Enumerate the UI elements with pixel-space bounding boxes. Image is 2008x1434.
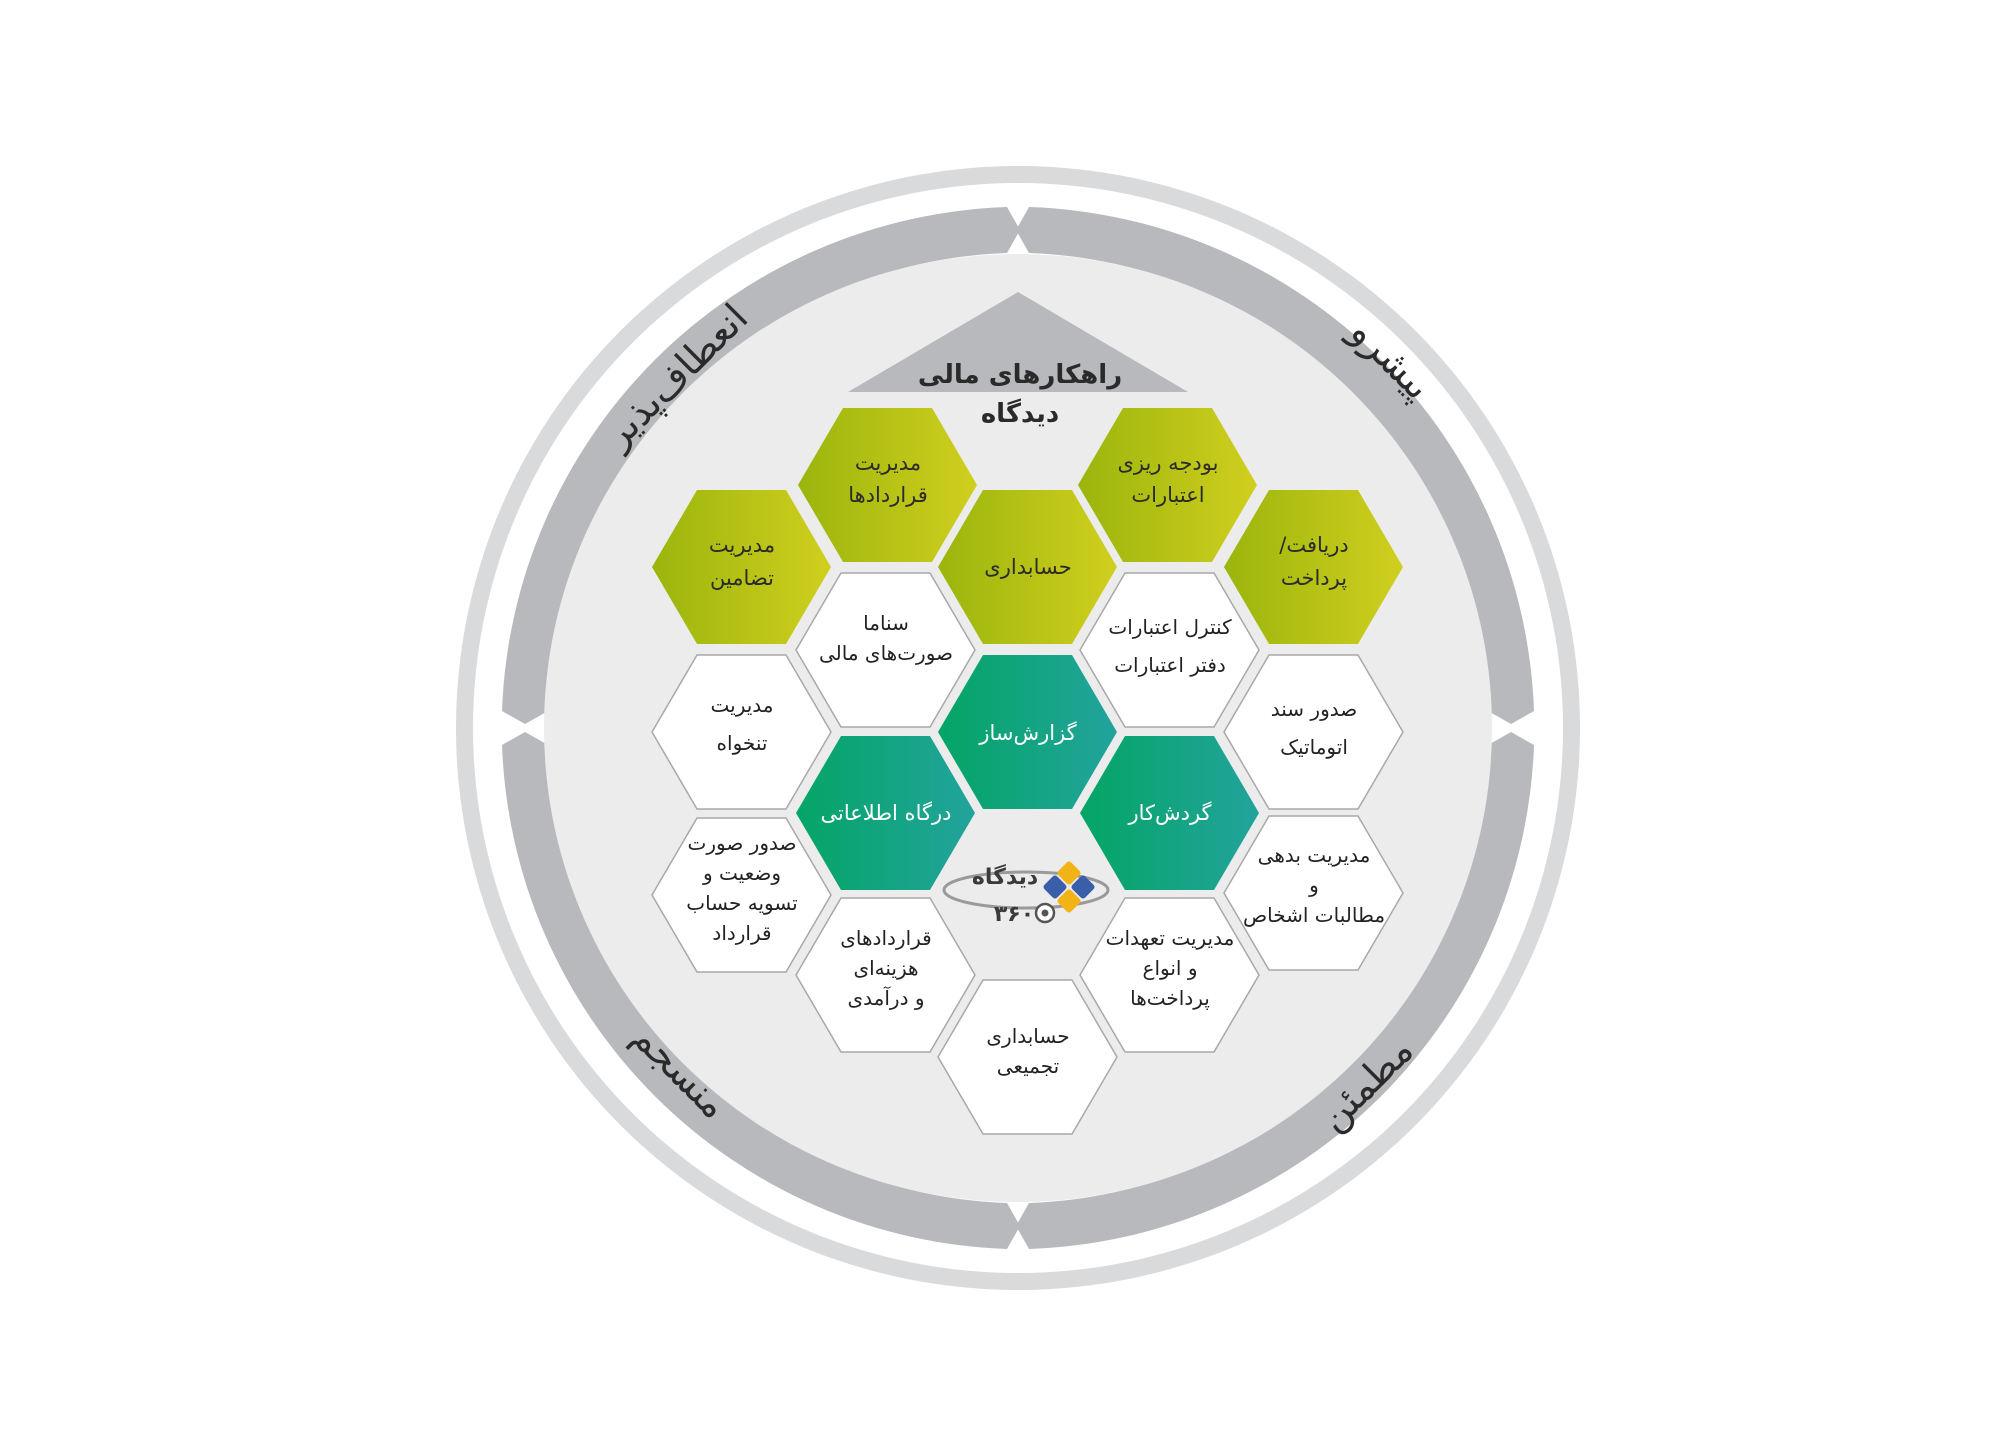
hex-guarantees-line1: مدیریت: [709, 533, 775, 557]
hex-guarantees[interactable]: مدیریت تضامین: [652, 490, 831, 644]
hex-debts-line3: مطالبات اشخاص: [1243, 903, 1385, 927]
hex-consolidated[interactable]: حسابداری تجمیعی: [937, 979, 1118, 1135]
hex-accounting[interactable]: حسابداری: [938, 490, 1117, 644]
hex-receive-pay[interactable]: دریافت/ پرداخت: [1224, 490, 1403, 644]
didgah-logo-icon: [1043, 861, 1095, 913]
ring-segments: [502, 207, 1534, 1249]
hex-receive-pay-line1: دریافت/: [1279, 533, 1348, 557]
hex-workflow-label: گردش‌کار: [1127, 801, 1211, 825]
ring-segment-bottom-left: [502, 732, 1020, 1249]
hex-commitments[interactable]: مدیریت تعهدات و انواع پرداخت‌ها: [1079, 897, 1260, 1053]
roof-title-line1: راهکارهای مالی: [918, 360, 1122, 390]
hex-statement-line1: صدور صورت: [688, 831, 797, 855]
hex-budget[interactable]: بودجه ریزی اعتبارات: [1078, 408, 1257, 562]
hex-debts-line1: مدیریت بدهی: [1258, 843, 1371, 867]
hex-sanama[interactable]: سناما صورت‌های مالی: [795, 572, 976, 728]
logo-swoosh: [942, 870, 1110, 910]
ring-segment-bottom-right: [1016, 732, 1534, 1249]
hex-portal-label: درگاه اطلاعاتی: [821, 801, 952, 825]
hex-commitments-line1: مدیریت تعهدات: [1106, 926, 1235, 950]
hex-statement-line3: تسویه حساب: [686, 891, 798, 915]
logo-word: دیدگاه: [972, 863, 1038, 890]
hex-petty-cash-line2: تنخواه: [717, 731, 768, 755]
hex-petty-cash[interactable]: مدیریت تنخواه: [651, 654, 832, 810]
hex-statement-line4: قرارداد: [712, 921, 771, 945]
hex-report-builder-label: گزارش‌ساز: [978, 721, 1076, 745]
hex-contracts-mgmt-line2: قراردادها: [848, 483, 928, 507]
hex-auto-doc[interactable]: صدور سند اتوماتیک: [1223, 654, 1404, 810]
hex-consolidated-line2: تجمیعی: [997, 1054, 1059, 1078]
ring-segment-top-right: [1016, 207, 1534, 724]
hex-guarantees-line2: تضامین: [710, 566, 774, 590]
hex-receive-pay-line2: پرداخت: [1281, 566, 1347, 590]
hex-cost-contracts-line1: قراردادهای: [840, 926, 931, 950]
roof: [848, 292, 1188, 392]
hex-budget-line2: اعتبارات: [1131, 483, 1204, 507]
hex-auto-doc-line1: صدور سند: [1271, 697, 1357, 721]
hex-debts[interactable]: مدیریت بدهی و مطالبات اشخاص: [1223, 815, 1404, 971]
hex-cost-contracts-line2: هزینه‌ای: [853, 956, 918, 980]
hex-statement-line2: وضعیت و: [702, 861, 781, 885]
hex-budget-line1: بودجه ریزی: [1118, 451, 1219, 475]
hex-report-builder[interactable]: گزارش‌ساز: [938, 655, 1117, 809]
hex-portal[interactable]: درگاه اطلاعاتی: [796, 736, 975, 890]
hex-cost-contracts-line3: و درآمدی: [847, 985, 924, 1010]
didgah-logo: دیدگاه ۳۶۰: [942, 861, 1110, 927]
hex-debts-line2: و: [1308, 873, 1319, 897]
hex-cost-contracts[interactable]: قراردادهای هزینه‌ای و درآمدی: [795, 897, 976, 1053]
hex-accounting-label: حسابداری: [984, 555, 1071, 579]
hex-consolidated-line1: حسابداری: [986, 1024, 1069, 1048]
logo-number: ۳۶۰: [994, 902, 1034, 927]
ring-segment-top-left: [502, 207, 1020, 724]
hex-sanama-line2: صورت‌های مالی: [819, 641, 953, 665]
logo-eye-pupil: [1041, 909, 1049, 917]
hex-contracts-mgmt[interactable]: مدیریت قراردادها: [798, 408, 977, 562]
hex-credit-control[interactable]: کنترل اعتبارات دفتر اعتبارات: [1079, 572, 1260, 728]
hex-petty-cash-line1: مدیریت: [710, 693, 773, 717]
hex-contracts-mgmt-line1: مدیریت: [855, 451, 921, 475]
hex-auto-doc-line2: اتوماتیک: [1280, 735, 1348, 759]
hex-workflow[interactable]: گردش‌کار: [1080, 736, 1259, 890]
roof-title-line2: دیدگاه: [981, 398, 1059, 429]
hex-sanama-line1: سناما: [863, 611, 909, 635]
hex-commitments-line2: و انواع: [1143, 956, 1198, 980]
hex-commitments-line3: پرداخت‌ها: [1130, 986, 1210, 1011]
hex-credit-control-line2: دفتر اعتبارات: [1114, 653, 1226, 677]
hex-credit-control-line1: کنترل اعتبارات: [1108, 615, 1232, 639]
hex-statement[interactable]: صدور صورت وضعیت و تسویه حساب قرارداد: [651, 817, 832, 973]
